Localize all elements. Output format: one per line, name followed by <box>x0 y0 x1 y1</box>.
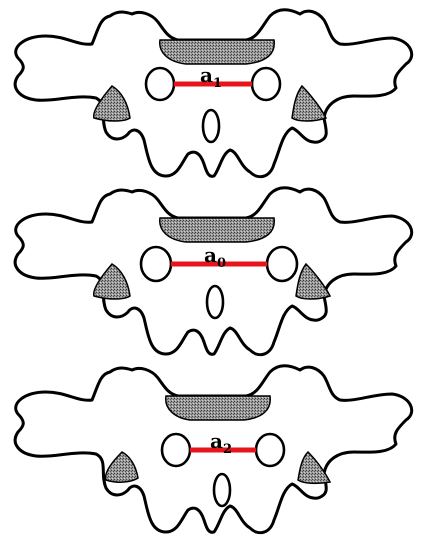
pelvis-outline-1 <box>15 10 412 177</box>
right-foramen-3 <box>256 434 284 466</box>
right-foramen-2 <box>267 247 297 281</box>
panel-1: a1 <box>15 10 412 177</box>
left-foramen-3 <box>162 434 190 466</box>
center-foramen-2 <box>207 286 223 318</box>
left-foramen-2 <box>141 247 171 281</box>
right-foramen-1 <box>252 68 280 100</box>
upper-shaded-region-2 <box>160 218 275 242</box>
center-foramen-3 <box>214 474 230 506</box>
center-foramen-1 <box>203 110 219 142</box>
panel-2: a0 <box>15 188 412 355</box>
panel-3: a2 <box>15 366 412 533</box>
upper-shaded-region-3 <box>166 396 271 420</box>
left-foramen-1 <box>146 68 174 100</box>
pelvis-outline-2 <box>15 188 412 355</box>
upper-shaded-region-1 <box>160 40 275 64</box>
